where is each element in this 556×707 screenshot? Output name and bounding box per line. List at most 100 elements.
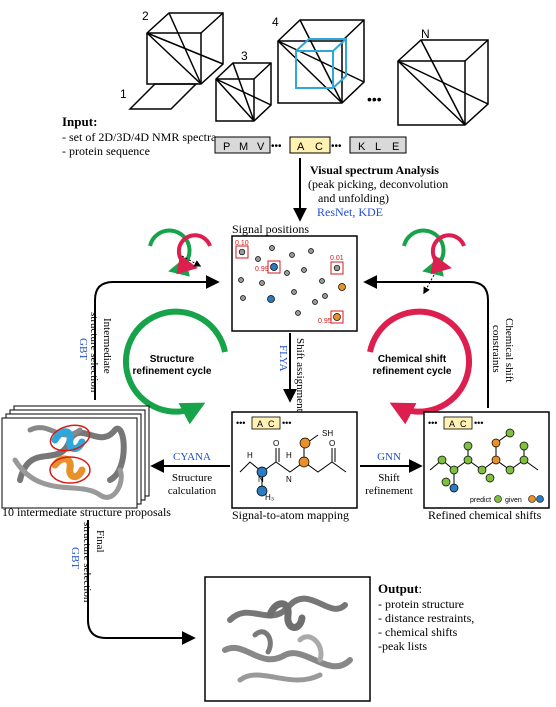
gbt-label-2: GBT [69,547,81,569]
refined-atom-nodes [437,428,529,493]
mapping-atom-h2: H [286,451,292,460]
signal-positions-panel: 0.10 0.99 0.01 0.95 [231,235,358,332]
shift-refinement-line1: Shift [378,472,399,484]
mapping-atom-o: O [273,439,279,448]
seq-residue-k: K [358,141,366,153]
output-item-shifts: - chemical shifts [378,625,458,639]
flya-label: FLYA [277,345,289,371]
spectrum-label-1: 1 [120,87,127,101]
structure-proposals-stack [1,405,150,509]
structure-cycle-line1: Structure [150,354,195,365]
spectra-ellipsis: ••• [367,91,382,107]
mapping-caption: Signal-to-atom mapping [232,508,349,522]
refined-shifts-panel: ••• A C ••• predict [423,411,550,509]
output-structure-panel [204,576,371,702]
arrow-left-loop-to-signals [94,275,220,400]
mapping-atom-n2: N [286,475,292,484]
input-item-sequence: - protein sequence [62,144,150,158]
refined-caption: Refined chemical shifts [428,508,542,522]
spectrum-nd-cube [397,39,489,126]
seq-residue-e: E [392,141,399,153]
mapping-atom-nodes [256,437,311,497]
output-item-peaks: -peak lists [378,639,427,653]
spectrum-3d-cube-b [215,62,272,122]
seq-residue-v: V [257,141,265,153]
signal-positions-title: Signal positions [232,222,309,236]
spectrum-label-n: N [421,27,430,41]
seq-residue-l: L [375,141,381,153]
seq-residue-p: P [223,141,230,153]
legend-given-dot-orange [528,495,536,503]
spectrum-label-4: 4 [272,15,279,29]
signal-prob-0-01: 0.01 [330,255,344,262]
structure-calc-line2: calculation [168,485,217,497]
proposals-caption: 10 intermediate structure proposals [2,505,171,519]
refined-seq-c: C [460,419,467,429]
mapping-dots-left: ••• [236,418,245,428]
final-selection-line1: Final [94,530,106,553]
gnn-label: GNN [377,451,401,463]
seq-residue-m: M [239,141,248,153]
protein-ribbon-final [222,595,353,683]
arrow-right-loop-to-signals [363,275,489,408]
refined-dots-right: ••• [474,418,483,428]
protein-ribbon-intermediate [12,424,127,500]
spectrum-label-3: 3 [241,49,248,63]
legend-predict: predict [470,497,491,504]
mapping-seq-c: C [268,419,275,429]
cycle-icon-right [402,228,466,295]
legend-given-dot-blue [536,495,544,503]
arrow-final-selection [87,520,196,645]
chemical-constraints-line1: Chemical shift [503,318,515,382]
cycle-icon-left [148,228,212,277]
mapping-atom-o2: O [329,439,335,448]
input-title: Input: [62,114,97,129]
output-text: Output: - protein structure - distance r… [378,581,474,653]
intermediate-selection-line2: structure selection [88,312,100,393]
mapping-atom-h: H [247,451,253,460]
legend-given: given [505,497,522,504]
spectra-group: 1 2 3 [120,9,489,126]
structure-refinement-cycle: Structure refinement cycle [122,308,228,425]
structure-calc-line1: Structure [172,472,212,484]
visual-analysis-line1: (peak picking, deconvolution [308,177,448,191]
seq-residue-a: A [297,141,305,153]
signal-prob-0-10: 0.10 [235,240,249,247]
gbt-label-1: GBT [77,338,89,360]
input-block: Input: - set of 2D/3D/4D NMR spectra - p… [62,114,217,158]
shift-refinement-line2: refinement [365,485,413,497]
chemical-cycle-line2: refinement cycle [373,366,452,377]
output-item-structure: - protein structure [378,597,464,611]
refined-seq-a: A [449,419,455,429]
mapping-atom-n: N [258,475,264,484]
mapping-dots-right: ••• [282,418,291,428]
spectrum-2d-shape [128,83,198,110]
cyana-label: CYANA [173,451,211,463]
visual-analysis-block: Visual spectrum Analysis (peak picking, … [308,163,448,219]
chemical-shift-refinement-cycle: Chemical shift refinement cycle [367,308,473,425]
shift-assignment-label: Shift assignment [294,338,306,412]
spectrum-label-2: 2 [142,9,149,23]
chemical-cycle-line1: Chemical shift [378,354,447,365]
signal-to-atom-panel: ••• A C ••• H N O SH H N O H₃ [231,411,358,509]
final-selection-line2: structure selection [81,522,93,603]
refined-dots-left: ••• [428,418,437,428]
seq-residue-c: C [315,141,323,153]
structure-cycle-line2: refinement cycle [133,366,212,377]
visual-analysis-title: Visual spectrum Analysis [310,163,439,177]
output-colon: : [418,581,422,596]
visual-analysis-line2: and unfolding) [318,191,389,205]
output-title: Output: [378,581,422,596]
visual-analysis-methods: ResNet, KDE [317,205,383,219]
spectrum-3d-cube-a [146,12,224,85]
mapping-atom-sh: SH [322,429,333,438]
mapping-methyl: H₃ [265,493,274,502]
mapping-seq-a: A [257,419,263,429]
output-item-restraints: - distance restraints, [378,611,474,625]
signal-peaks [238,245,346,321]
seq-dots-right: ••• [331,141,342,152]
chemical-constraints-line2: constraints [490,325,502,373]
spectrum-4d-cube [277,19,365,104]
signal-prob-0-95: 0.95 [318,318,332,325]
